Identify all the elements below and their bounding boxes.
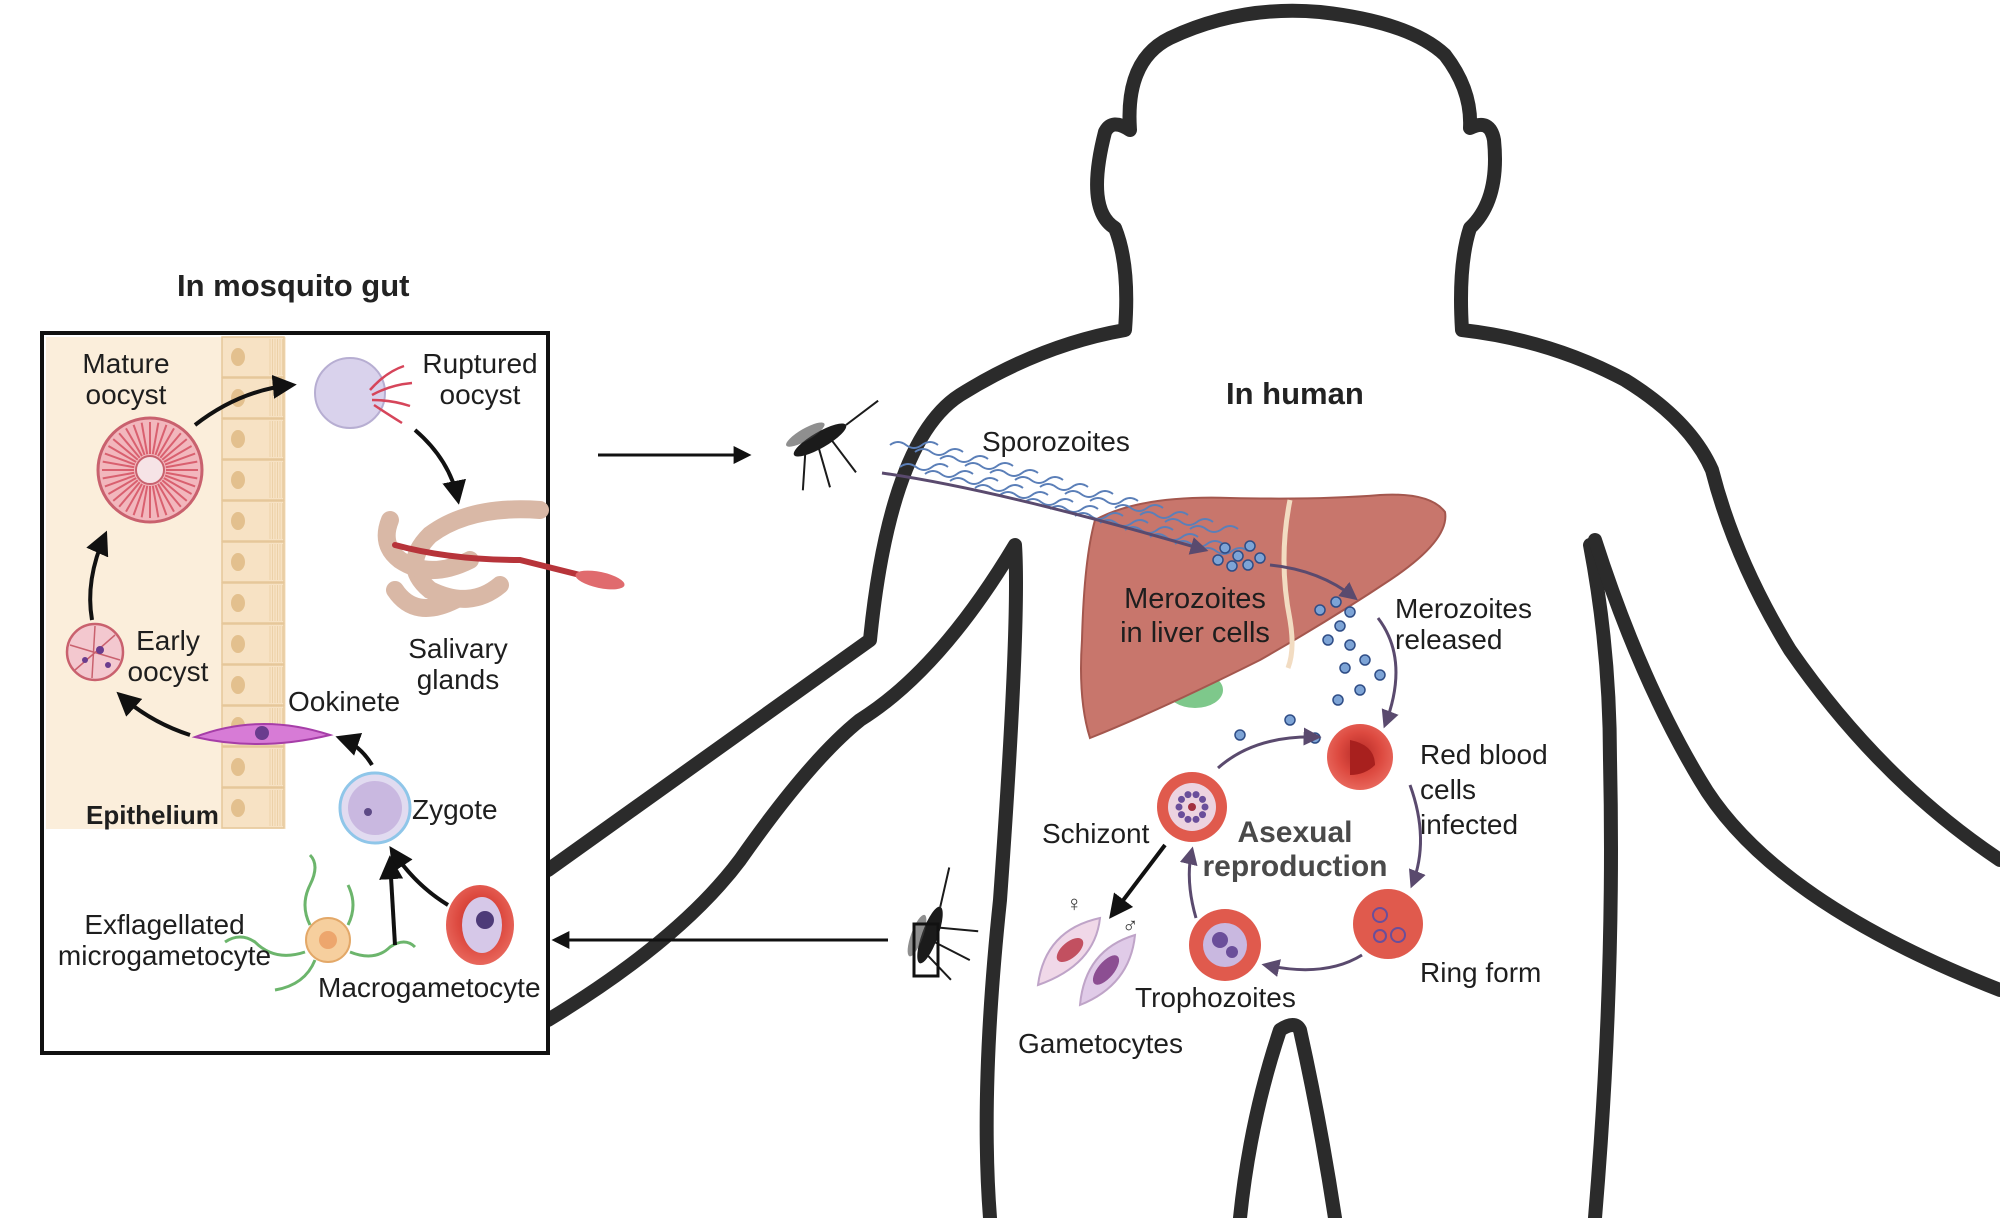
merozoite	[1234, 729, 1246, 741]
arrow-sporozoites-to-liver	[881, 471, 1209, 555]
label-merozoites-liver: Merozoites in liver cells	[1120, 583, 1270, 649]
merozoite	[1359, 654, 1371, 666]
human-legs-inner	[1233, 1018, 1342, 1218]
arrow-ookinete-to-early	[116, 691, 191, 737]
label-macrogametocyte: Macrogametocyte	[318, 972, 541, 1003]
arrow-rbc-to-ring	[1408, 784, 1426, 889]
merozoites	[1212, 540, 1386, 744]
merozoite	[1330, 596, 1342, 608]
gametocyte-female	[1036, 916, 1102, 987]
label-mature-oocyst: Mature oocyst	[82, 348, 170, 410]
label-gametocytes: Gametocytes	[1018, 1028, 1183, 1059]
human-torso-left	[541, 538, 1023, 1218]
label-ookinete: Ookinete	[288, 686, 401, 717]
epithelium-nucleus	[231, 471, 245, 489]
merozoite	[1344, 606, 1356, 618]
merozoite	[1344, 639, 1356, 651]
label-epithelium: Epithelium	[86, 800, 219, 830]
mosquito-bite-box	[912, 922, 940, 978]
macrogametocyte	[446, 885, 514, 965]
label-schizont: Schizont	[1042, 818, 1150, 849]
gametocyte-male	[1078, 933, 1137, 1007]
epithelium-cells	[221, 336, 285, 829]
ruptured-oocyst	[314, 357, 413, 429]
exflagellated-microgametocyte	[224, 853, 417, 992]
mosquito-icon-top	[786, 399, 879, 491]
epithelium-nucleus	[231, 512, 245, 530]
epithelium-nucleus	[231, 430, 245, 448]
salivary-glands	[377, 500, 625, 617]
ring-form-cell	[1353, 889, 1423, 959]
arrow-mature-to-ruptured	[193, 374, 297, 427]
label-salivary-glands: Salivary glands	[408, 633, 508, 695]
arrow-ring-to-trophozoite	[1261, 953, 1363, 977]
merozoite	[1354, 684, 1366, 696]
label-rbc-infected: Red blood cells infected	[1420, 739, 1548, 840]
merozoite	[1332, 694, 1344, 706]
merozoite	[1254, 552, 1266, 564]
rbc-infected-cell	[1327, 724, 1393, 790]
label-merozoites-released: Merozoites released	[1395, 593, 1532, 655]
arrow-liver-to-released	[1269, 563, 1358, 601]
arrow-ruptured-to-salivary	[413, 428, 466, 505]
epithelium-nucleus	[231, 553, 245, 571]
title-mosquito-gut: In mosquito gut	[177, 268, 410, 303]
arrow-trophozoite-to-schizont	[1179, 846, 1198, 919]
merozoite	[1284, 714, 1296, 726]
epithelium-nucleus	[231, 676, 245, 694]
merozoite	[1212, 554, 1224, 566]
mature-oocyst	[96, 416, 204, 524]
merozoite	[1244, 540, 1256, 552]
epithelium-nucleus	[231, 348, 245, 366]
label-exflagellated-microgametocyte: Exflagellated microgametocyte	[57, 909, 272, 971]
merozoite	[1232, 550, 1244, 562]
ookinete	[191, 723, 334, 745]
epithelium-nucleus	[231, 799, 245, 817]
trophozoite-cell	[1189, 909, 1261, 981]
female-symbol: ♀	[1066, 891, 1083, 916]
merozoite	[1242, 559, 1254, 571]
epithelium-nucleus	[231, 635, 245, 653]
arrow-micro-to-zygote	[379, 855, 404, 946]
label-ruptured-oocyst: Ruptured oocyst	[422, 348, 538, 410]
male-symbol: ♂	[1122, 913, 1139, 938]
label-asexual-reproduction: Asexual reproduction	[1202, 816, 1388, 883]
merozoite	[1339, 662, 1351, 674]
merozoite	[1314, 604, 1326, 616]
merozoite	[1322, 634, 1334, 646]
label-ring-form: Ring form	[1420, 957, 1542, 988]
label-sporozoites: Sporozoites	[982, 426, 1130, 457]
merozoite	[1219, 542, 1231, 554]
merozoite	[1334, 620, 1346, 632]
human-right-arm-inner	[1588, 533, 2000, 997]
epithelium-cell	[221, 746, 285, 788]
human-torso-right	[1583, 538, 1618, 1218]
human-body-outline	[541, 3, 2000, 877]
label-zygote: Zygote	[412, 794, 498, 825]
arrow-schizont-to-gametocytes	[1109, 843, 1167, 919]
title-in-human: In human	[1226, 376, 1364, 411]
merozoite	[1226, 560, 1238, 572]
epithelium-cell	[221, 459, 285, 501]
early-oocyst	[65, 622, 125, 682]
schizont-cell	[1157, 772, 1227, 842]
label-early-oocyst: Early oocyst	[127, 625, 209, 687]
merozoite	[1374, 669, 1386, 681]
arrow-released-to-rbc	[1376, 617, 1399, 729]
label-trophozoites: Trophozoites	[1135, 982, 1296, 1013]
liver	[1080, 493, 1447, 740]
epithelium-nucleus	[231, 758, 245, 776]
arrow-zygote-to-ookinete	[335, 733, 374, 767]
epithelium-nucleus	[231, 594, 245, 612]
arrow-early-to-mature	[86, 530, 109, 621]
zygote	[338, 771, 412, 845]
arrow-schizont-to-rbc	[1217, 727, 1322, 770]
